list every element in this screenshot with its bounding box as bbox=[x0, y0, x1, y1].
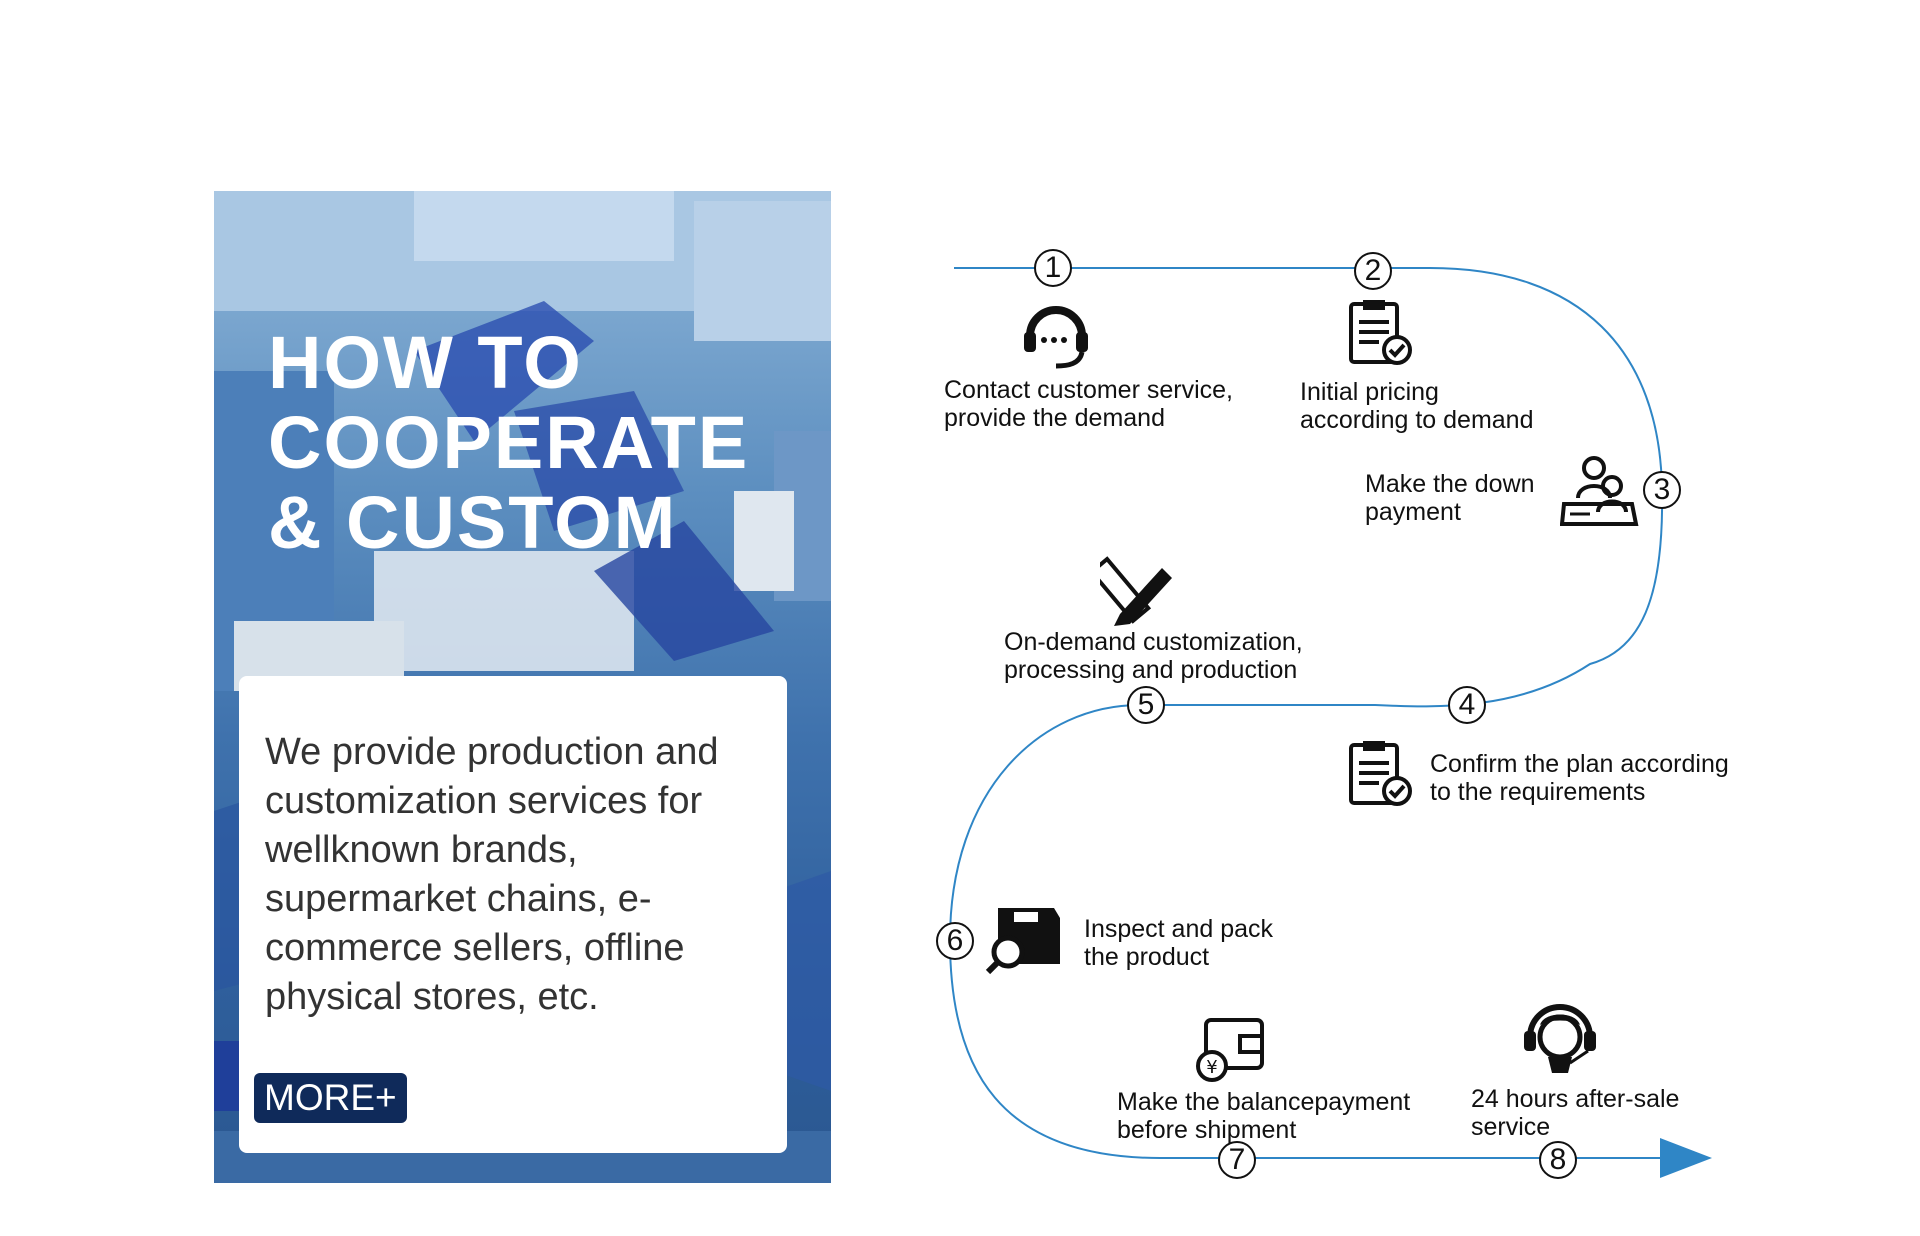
step-3-label: Make the down payment bbox=[1365, 470, 1535, 526]
step-7-label: Make the balancepayment before shipment bbox=[1117, 1088, 1410, 1144]
step-7-line-1: Make the balancepayment bbox=[1117, 1088, 1411, 1116]
ruler-pencil-icon bbox=[1100, 556, 1172, 626]
step-1-line-1: Contact customer service, bbox=[944, 376, 1233, 404]
step-8-number: 8 bbox=[1539, 1141, 1577, 1179]
step-6-label: Inspect and pack the product bbox=[1084, 915, 1273, 971]
step-2-number: 2 bbox=[1354, 252, 1392, 290]
step-7-number: 7 bbox=[1218, 1141, 1256, 1179]
support-agent-icon bbox=[1524, 1004, 1596, 1073]
step-4-line-2: to the requirements bbox=[1430, 778, 1646, 806]
step-4-number: 4 bbox=[1448, 686, 1486, 724]
step-5-line-1: On-demand customization, bbox=[1004, 628, 1303, 656]
card-title-line-2: COOPERATE bbox=[268, 401, 750, 484]
headset-icon bbox=[1024, 306, 1088, 369]
box-search-icon bbox=[985, 908, 1060, 975]
step-6-number: 6 bbox=[936, 922, 974, 960]
step-6-line-1: Inspect and pack bbox=[1084, 915, 1274, 943]
card-title: HOW TO COOPERATE & CUSTOM bbox=[268, 323, 808, 563]
card-title-line-1: HOW TO bbox=[268, 321, 583, 404]
clipboard-check-icon-2 bbox=[1349, 741, 1412, 806]
step-3-line-2: payment bbox=[1365, 498, 1461, 526]
more-button[interactable]: MORE+ bbox=[254, 1073, 407, 1123]
step-5-line-2: processing and production bbox=[1004, 656, 1298, 684]
step-5-label: On-demand customization, processing and … bbox=[1004, 628, 1303, 684]
step-6-line-2: the product bbox=[1084, 943, 1210, 971]
description-panel: We provide production and customization … bbox=[239, 676, 787, 1153]
svg-text:¥: ¥ bbox=[1206, 1057, 1217, 1078]
step-8-line-1: 24 hours after-sale bbox=[1471, 1085, 1680, 1113]
step-2-label: Initial pricing according to demand bbox=[1300, 378, 1533, 434]
people-contract-icon bbox=[1560, 456, 1639, 526]
description-text: We provide production and customization … bbox=[265, 731, 719, 1018]
step-3-number: 3 bbox=[1643, 471, 1681, 509]
step-4-line-1: Confirm the plan according bbox=[1430, 750, 1729, 778]
step-1-number: 1 bbox=[1034, 249, 1072, 287]
step-3-line-1: Make the down bbox=[1365, 470, 1535, 498]
step-7-line-2: before shipment bbox=[1117, 1116, 1297, 1144]
wallet-yen-icon: ¥ bbox=[1196, 1018, 1264, 1082]
step-8-line-2: service bbox=[1471, 1113, 1551, 1141]
clipboard-check-icon bbox=[1349, 300, 1412, 365]
step-2-line-1: Initial pricing bbox=[1300, 378, 1439, 406]
step-2-line-2: according to demand bbox=[1300, 406, 1534, 434]
step-5-number: 5 bbox=[1127, 686, 1165, 724]
card-title-line-3: & CUSTOM bbox=[268, 481, 678, 564]
step-1-line-2: provide the demand bbox=[944, 404, 1165, 432]
step-8-label: 24 hours after-sale service bbox=[1471, 1085, 1679, 1141]
step-4-label: Confirm the plan according to the requir… bbox=[1430, 750, 1729, 806]
cooperation-card: HOW TO COOPERATE & CUSTOM We provide pro… bbox=[214, 191, 831, 1183]
step-1-label: Contact customer service, provide the de… bbox=[944, 376, 1233, 432]
flow-end-arrow bbox=[1660, 1138, 1712, 1178]
